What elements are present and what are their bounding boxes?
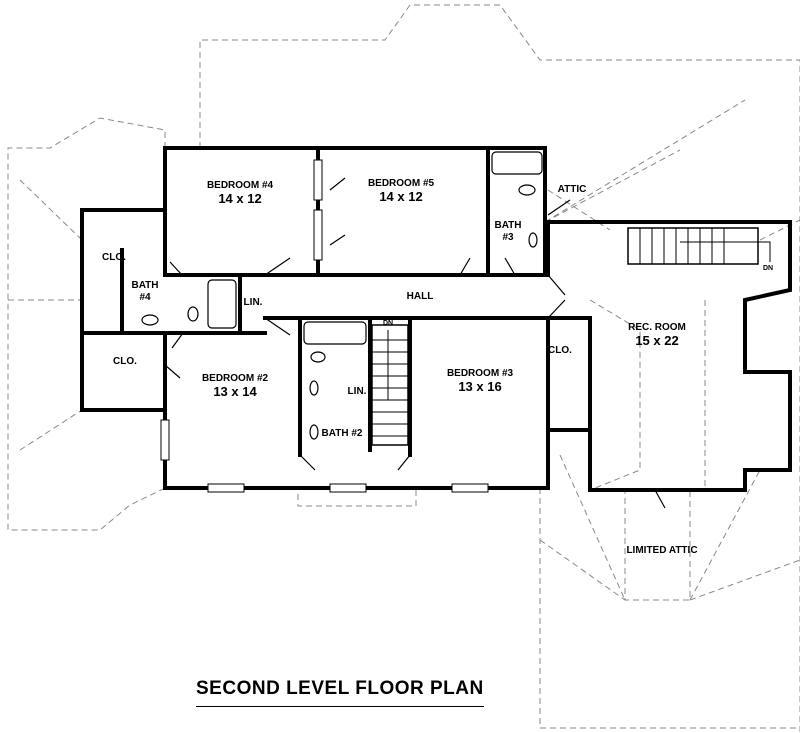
stairs-rec <box>627 227 771 265</box>
room-hall: HALL <box>406 291 434 302</box>
toilet-bath4 <box>187 306 199 322</box>
sink-bath2 <box>309 380 319 396</box>
room-name: REC. ROOM <box>628 322 686 333</box>
room-attic: ATTIC <box>557 184 587 195</box>
room-limited-attic: LIMITED ATTIC <box>626 545 698 556</box>
room-bath2: BATH #2 <box>321 428 363 439</box>
room-closet-rec: CLO. <box>548 345 572 356</box>
bathtub-bath3 <box>491 151 543 175</box>
roof-outline <box>7 4 800 733</box>
room-linen-bath2: LIN. <box>347 386 367 397</box>
room-name: BEDROOM #2 <box>201 373 269 384</box>
room-number: #3 <box>502 231 514 243</box>
room-name: BEDROOM #4 <box>206 180 274 191</box>
room-number: #4 <box>139 291 151 303</box>
room-size: 13 x 16 <box>458 378 502 394</box>
room-linen-hall: LIN. <box>243 297 263 308</box>
sink-bath2-b <box>309 424 319 440</box>
room-closet-left-bottom: CLO. <box>113 356 137 367</box>
toilet-bath3 <box>518 184 536 196</box>
sink-bath3 <box>528 232 538 248</box>
room-name: BATH <box>494 220 522 231</box>
room-size: 14 x 12 <box>218 190 262 206</box>
walls <box>80 146 792 492</box>
stairs-down-label-rec: DN <box>762 265 774 272</box>
room-bath3: BATH#3 <box>494 220 521 243</box>
bathtub-bath4 <box>207 279 237 329</box>
room-size: 14 x 12 <box>379 188 423 204</box>
toilet-bath2 <box>310 351 326 363</box>
stairs-down-label: DN <box>382 320 394 327</box>
room-name: BEDROOM #3 <box>446 368 514 379</box>
room-closet-left-top: CLO. <box>102 252 126 263</box>
bathtub-bath2 <box>303 321 367 345</box>
room-bath4: BATH#4 <box>131 280 158 303</box>
sink-bath4 <box>141 314 159 326</box>
stairs-main <box>371 324 409 446</box>
plan-title: SECOND LEVEL FLOOR PLAN <box>196 678 484 707</box>
door-swings <box>164 177 666 509</box>
fixtures <box>141 151 543 440</box>
room-size: 15 x 22 <box>635 332 679 348</box>
room-name: BATH <box>131 280 159 291</box>
windows <box>160 159 489 493</box>
room-size: 13 x 14 <box>213 383 257 399</box>
room-name: BEDROOM #5 <box>367 178 435 189</box>
